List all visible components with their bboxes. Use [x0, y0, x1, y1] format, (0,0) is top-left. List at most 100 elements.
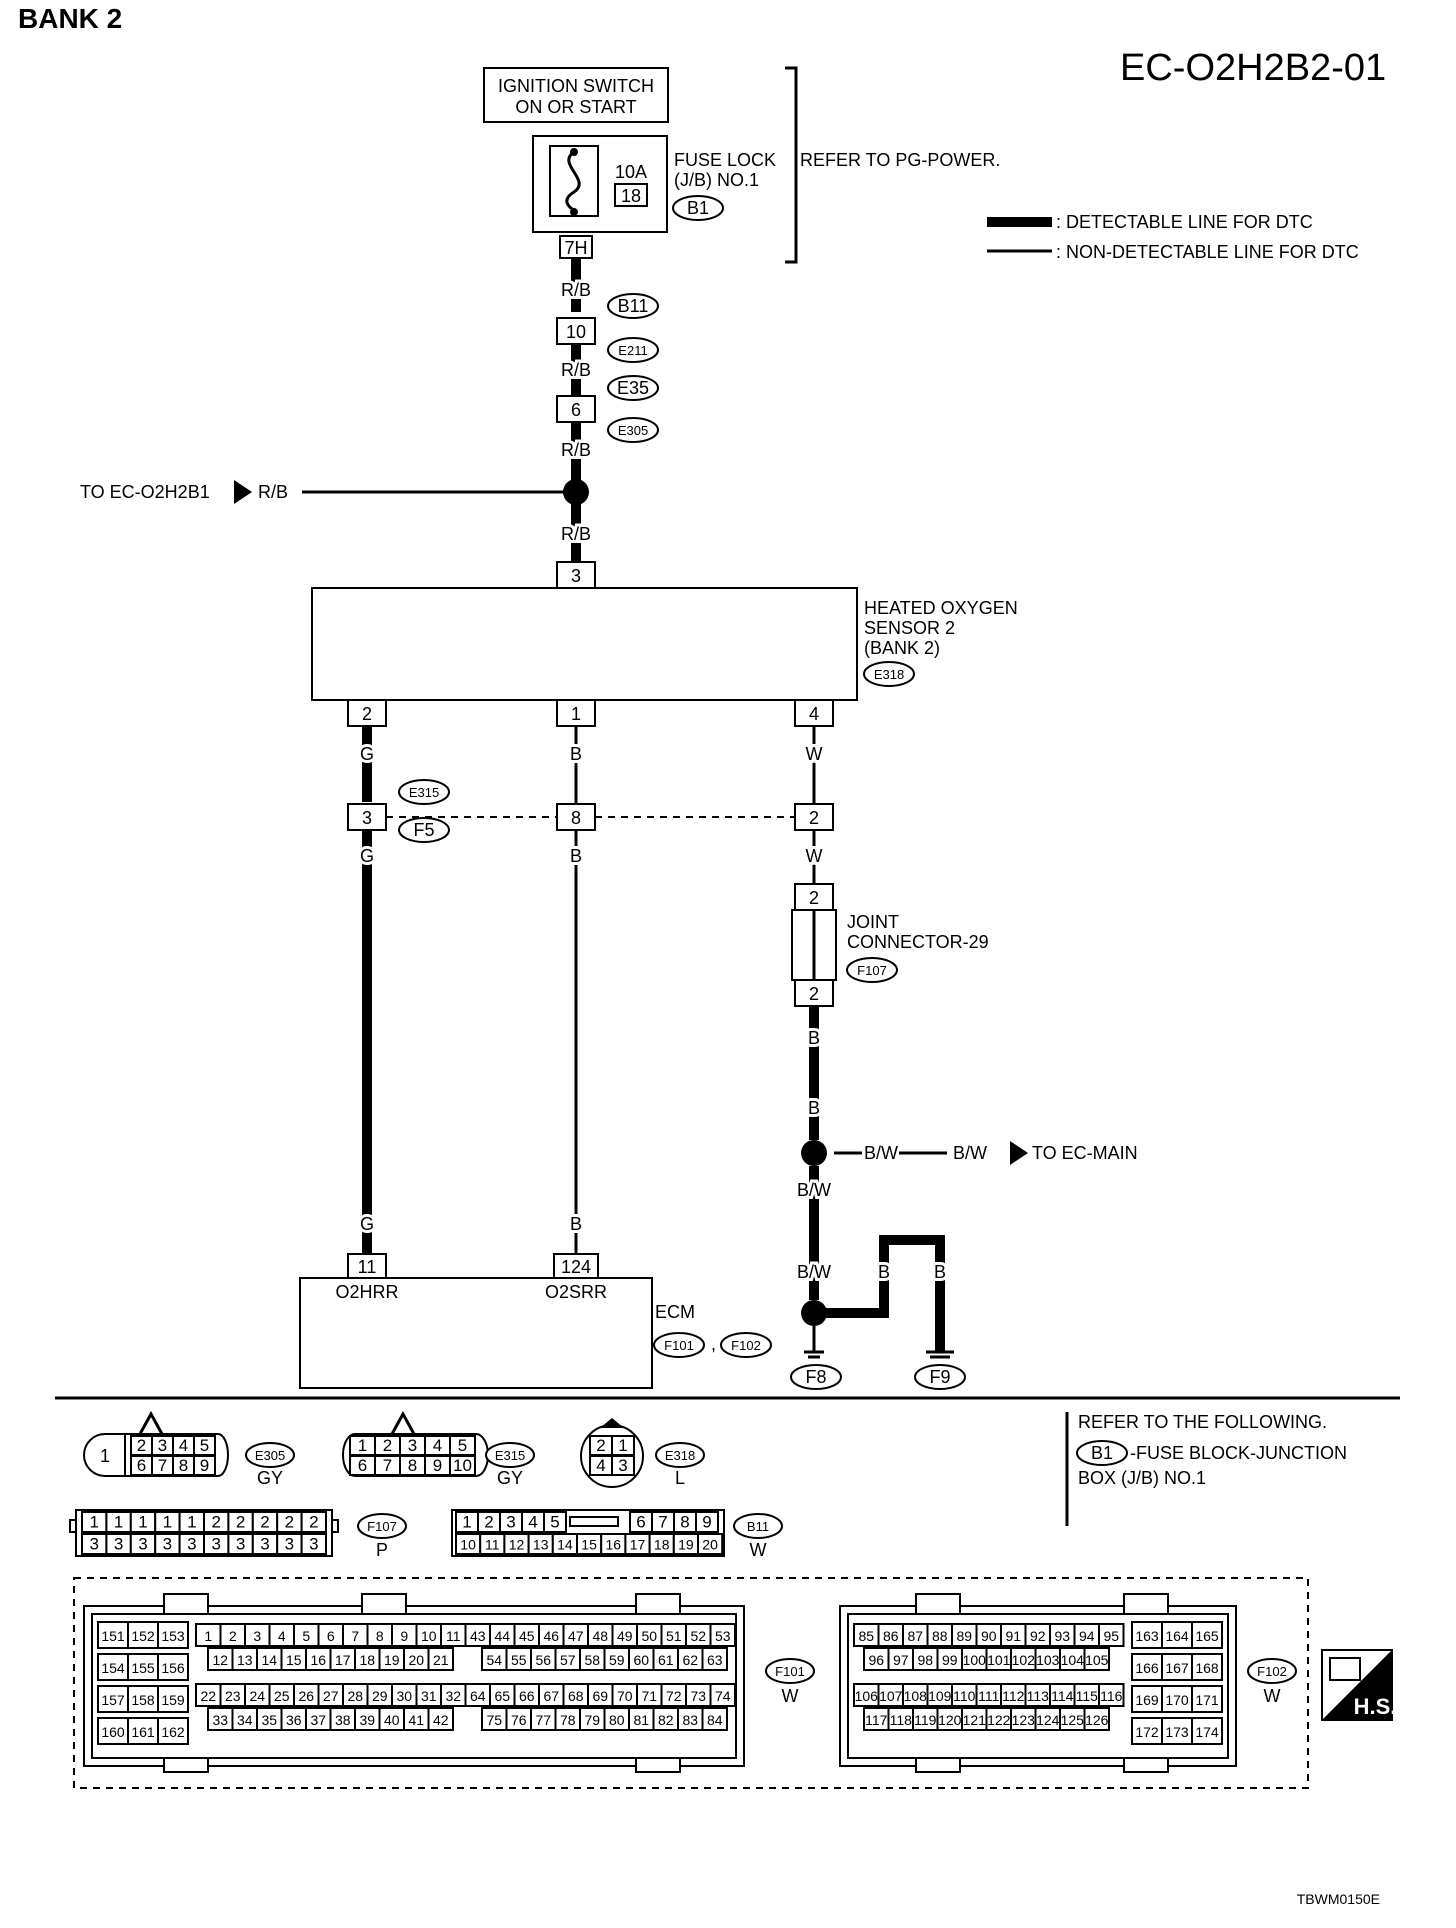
f101-row1-pin: 52	[690, 1628, 706, 1644]
f101-left-cell	[97, 1621, 129, 1649]
f102-row3-pin: 111	[978, 1688, 999, 1704]
e305-top-pin: 2	[137, 1436, 146, 1455]
f101-row1-pin: 46	[543, 1628, 559, 1644]
pin-7h: 7H	[564, 238, 587, 258]
f102-row4-pin: 124	[1036, 1712, 1060, 1728]
f101-left-cell	[157, 1653, 189, 1681]
b11-bottom-pin: 14	[557, 1537, 573, 1553]
conn-tag-e211	[607, 337, 659, 363]
sensor-pin-3: 3	[571, 566, 581, 586]
f102-row4-pin: 120	[938, 1712, 962, 1728]
b11-bottom-pin: 11	[485, 1537, 500, 1553]
f102-right-cell	[1131, 1653, 1163, 1681]
wire-b-label-7: B	[934, 1262, 946, 1282]
ecm-box	[299, 1277, 653, 1389]
joint-name-1: JOINT	[847, 912, 899, 932]
f102-right-pin: 171	[1195, 1692, 1219, 1708]
f101-row4a-cell	[427, 1707, 454, 1731]
f101-row2a-cell	[427, 1647, 454, 1671]
conn-tag-f9	[914, 1364, 966, 1390]
f102-row1-pin: 94	[1079, 1628, 1095, 1644]
conn-tag-f8	[790, 1364, 842, 1390]
f102-right-pin: 165	[1195, 1628, 1219, 1644]
refer-conn-tag	[1076, 1440, 1128, 1466]
conn-tag-f101	[653, 1332, 705, 1358]
f101-row3-pin: 31	[421, 1688, 437, 1704]
f101-row1-pin: 44	[494, 1628, 510, 1644]
f102-row3-pin: 106	[855, 1688, 879, 1704]
f101-left-cell	[157, 1717, 189, 1745]
f102-right-cell	[1191, 1621, 1223, 1649]
f101-left-pin: 162	[161, 1724, 185, 1740]
e305-bottom-pin: 7	[158, 1456, 167, 1475]
wire-rb-label-3: R/B	[561, 440, 591, 460]
splice-dot-bw	[801, 1140, 827, 1166]
joint-name-2: CONNECTOR-29	[847, 932, 989, 952]
ecm-connectors-frame	[73, 1577, 1309, 1789]
f102-row4-pin: 121	[963, 1712, 987, 1728]
conn-tag-e315	[398, 779, 450, 805]
f102-row4-pin: 117	[865, 1712, 888, 1728]
f102-row2-pin: 103	[1036, 1652, 1060, 1668]
f102-row3-pin: 112	[1002, 1688, 1025, 1704]
b11-bottom-pin: 12	[509, 1537, 525, 1553]
f107-top-pin: 1	[89, 1513, 98, 1532]
f101-row2a-pin: 17	[335, 1652, 351, 1668]
f101-row2a-pin: 14	[261, 1652, 277, 1668]
f101-color: W	[782, 1686, 799, 1706]
wire-b-label-4: B	[808, 1028, 820, 1048]
b11-top-right-pin: 6	[636, 1513, 645, 1532]
arrow-left-icon	[234, 480, 252, 504]
b11-top-left-cell	[543, 1511, 567, 1533]
conn-comma: ,	[711, 1334, 716, 1354]
arrow-right-icon	[1010, 1141, 1028, 1165]
f101-row4a-pin: 36	[286, 1712, 302, 1728]
f107-bottom-pin: 3	[89, 1535, 98, 1554]
f102-row4-pin: 123	[1012, 1712, 1036, 1728]
f101-row2b-pin: 56	[535, 1652, 551, 1668]
f101-row1-pin: 45	[519, 1628, 535, 1644]
conn-e318-label: E318	[874, 667, 904, 682]
b11-top-right-pin: 9	[702, 1513, 711, 1532]
f101-row2b-pin: 54	[486, 1652, 502, 1668]
joint-pin-top-box	[794, 883, 834, 911]
f102-row2-pin: 101	[987, 1652, 1011, 1668]
f101-row3-pin: 70	[617, 1688, 633, 1704]
conn-tag-b11	[607, 293, 659, 319]
f107-bottom-pin: 3	[309, 1535, 318, 1554]
b11-bottom-pin: 20	[702, 1537, 718, 1553]
e305-bottom-pin: 6	[137, 1456, 146, 1475]
f101-left-pin: 160	[101, 1724, 125, 1740]
e305-code: E305	[255, 1448, 285, 1463]
diagram-code: EC-O2H2B2-01	[1120, 47, 1386, 89]
f101-row1-cell	[709, 1623, 736, 1647]
joint-pin-bottom: 2	[809, 984, 819, 1004]
f101-row2b-pin: 59	[609, 1652, 625, 1668]
f102-row1-pin: 93	[1054, 1628, 1070, 1644]
wire-g-label-1: G	[360, 744, 374, 764]
b11-top-right-cell	[695, 1511, 719, 1533]
f101-row1-pin: 3	[253, 1628, 261, 1644]
f102-color: W	[1264, 1686, 1281, 1706]
e305-top-pin: 3	[158, 1436, 167, 1455]
f101-row1-pin: 10	[421, 1628, 437, 1644]
f101-row2b-pin: 62	[682, 1652, 698, 1668]
sensor-pin-2-box	[347, 699, 387, 727]
f101-row3-pin: 25	[274, 1688, 290, 1704]
refer-pg-power: REFER TO PG-POWER.	[800, 150, 1000, 170]
f101-row2b-pin: 61	[658, 1652, 674, 1668]
conn-f5-label: F5	[413, 820, 434, 840]
ecm-pin-11-box	[347, 1253, 387, 1279]
f101-left-cell	[157, 1621, 189, 1649]
legend-detectable: : DETECTABLE LINE FOR DTC	[1056, 212, 1313, 232]
e315-code: E315	[495, 1448, 525, 1463]
f102-row4-pin: 119	[914, 1712, 937, 1728]
f101-row1-pin: 1	[204, 1628, 212, 1644]
f102-right-pin: 166	[1135, 1660, 1159, 1676]
sensor-pin-4: 4	[809, 704, 819, 724]
f102-right-pin: 168	[1195, 1660, 1219, 1676]
f101-row1-pin: 51	[666, 1628, 682, 1644]
pin-6-box	[556, 395, 596, 423]
f102-row4-pin: 122	[987, 1712, 1011, 1728]
